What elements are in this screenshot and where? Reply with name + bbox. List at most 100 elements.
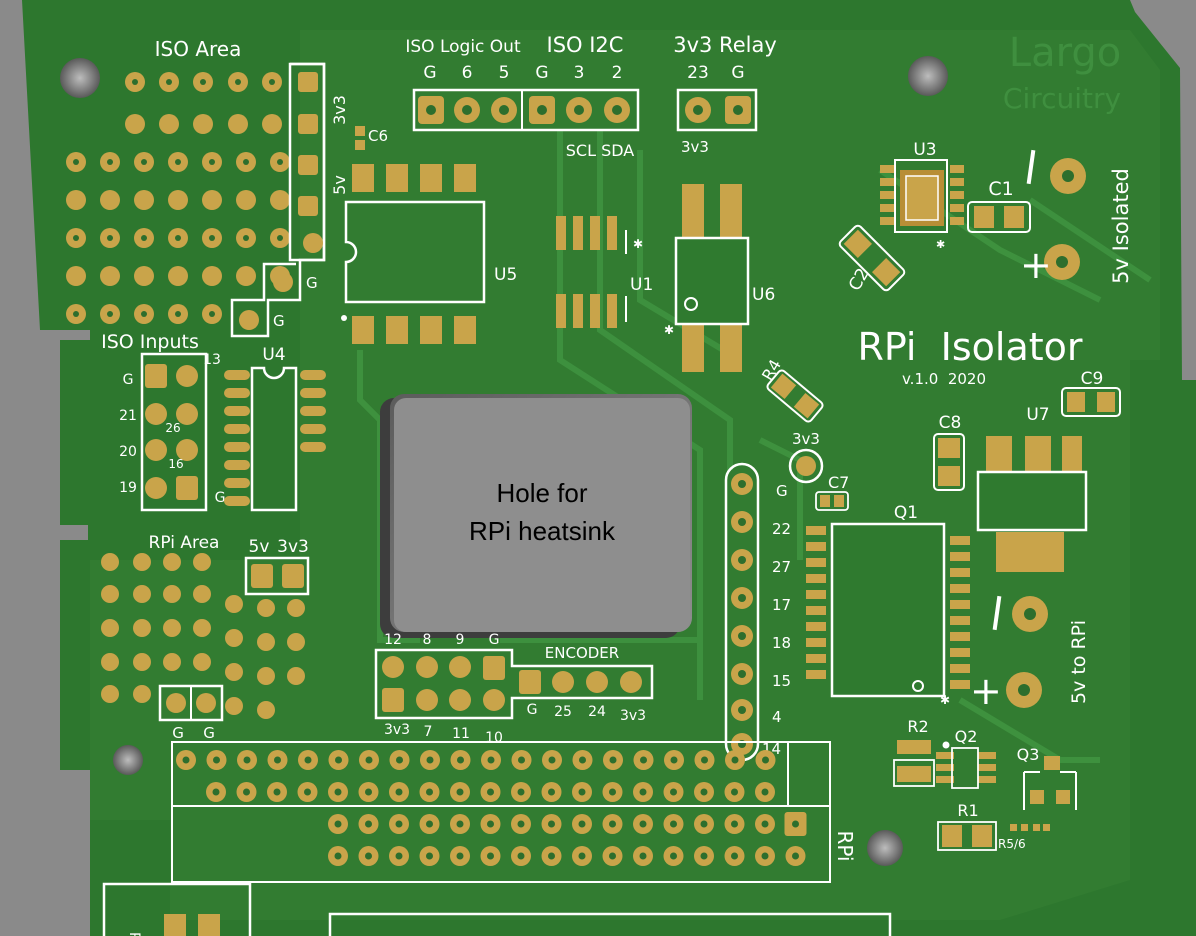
rpi-g-label: G <box>203 724 215 742</box>
q1-pads <box>806 526 970 689</box>
rpi-header-pin-hole <box>761 852 769 860</box>
label-g-side-1: G <box>306 274 318 292</box>
mounting-hole <box>113 745 143 775</box>
rpi-header-pin-hole <box>548 852 555 860</box>
rpi-header-pin-hole <box>578 820 586 828</box>
enc-bottom-label: 10 <box>485 730 503 746</box>
iso-area-proto-holes <box>73 79 283 317</box>
rpi-header-pin-hole <box>670 788 677 796</box>
rpi-header-pin-hole <box>273 788 281 796</box>
encoder-header-pins <box>382 656 642 712</box>
rpi-header-pin-hole <box>700 852 708 860</box>
c9-label: C9 <box>1081 369 1104 389</box>
c9-outline <box>1061 387 1121 417</box>
rpi-header-pin-hole <box>731 852 738 860</box>
gpio-label: 18 <box>772 634 791 652</box>
c1-label: C1 <box>988 178 1013 200</box>
r56-pads <box>1010 824 1050 831</box>
five-v-isolated-label: 5v Isolated <box>1109 168 1133 284</box>
q2-pads <box>936 752 996 783</box>
q1-label: Q1 <box>894 503 918 523</box>
bottom-board-letter: R <box>126 932 142 936</box>
rpi-header-pin-hole <box>212 788 220 796</box>
rpi-header-pin-hole <box>578 852 586 860</box>
i2c-pin-label: G <box>535 63 548 83</box>
rpi-header-pin-hole <box>579 756 586 764</box>
r1-label: R1 <box>957 801 978 820</box>
enc-top-label: 9 <box>456 632 465 648</box>
hole-label-line1: Hole for <box>496 478 587 508</box>
label-g-side-2: G <box>273 312 285 330</box>
c8-label: C8 <box>939 413 962 433</box>
rpi-header-pin-hole <box>700 820 708 828</box>
board-title: RPi Isolator <box>857 325 1082 369</box>
mounting-hole <box>60 58 100 98</box>
encoder-pin-label: G <box>527 702 538 718</box>
in-pin-label: 16 <box>168 457 183 471</box>
encoder-label: ENCODER <box>545 644 619 662</box>
rpi-header-pin-hole <box>639 788 647 796</box>
rpi-header-pin-hole <box>609 756 617 764</box>
u1-pads <box>556 216 617 328</box>
rpi-header-label: RPi <box>833 830 857 861</box>
q1-outline <box>830 522 946 698</box>
r1-outline <box>937 821 997 851</box>
rpi-header-pin-hole <box>670 756 678 764</box>
i2c-pin-label: 3 <box>574 63 585 83</box>
rpi-header-pin-hole <box>518 756 525 764</box>
rpi-header-pin-hole <box>639 852 647 860</box>
u5-label: U5 <box>494 265 517 285</box>
rpi-header-pin-hole <box>457 756 464 764</box>
rpi-5v-label: 5v <box>249 537 270 557</box>
c7-outline <box>815 491 849 511</box>
rpi-header-pin-hole <box>609 852 616 860</box>
svg-text:✱: ✱ <box>940 693 950 707</box>
rpi-header-pin-hole <box>182 756 190 764</box>
u6-label: U6 <box>752 285 775 305</box>
rpi-header-pin-hole <box>517 820 525 828</box>
heatsink-cutout-face <box>394 398 690 632</box>
gpio-label: 22 <box>772 520 791 538</box>
rpi-header-pin-hole <box>334 820 342 828</box>
iso-terminal-plus-sign: + <box>1020 243 1052 287</box>
rpi-header-pin-hole <box>456 820 464 828</box>
tp-3v3-label: 3v3 <box>792 430 820 448</box>
in-pin-label: 26 <box>165 421 180 435</box>
u6-pads <box>682 184 742 372</box>
gpio-label: 4 <box>772 708 782 726</box>
rpi-header-pin-hole <box>670 852 677 860</box>
brand-circuitry: Circuitry <box>1003 82 1121 115</box>
rpi-header-pin-hole <box>426 820 433 828</box>
rpi-header-row-mid <box>206 782 775 802</box>
enc-top-label: 8 <box>423 632 432 648</box>
enc-top-label: 12 <box>384 632 402 648</box>
rpi-header-pin-hole <box>395 788 403 796</box>
rpi-header-row-top <box>176 750 776 770</box>
rpi-area-proto-grid <box>101 553 305 719</box>
tp-3v3 <box>788 448 824 484</box>
rpi-header-pin-hole <box>365 820 372 828</box>
rpi-header-pin-hole <box>761 788 769 796</box>
rpi-header-row-bottom <box>328 846 806 866</box>
relay-pin-label: 23 <box>687 63 709 83</box>
in-pin-label: 19 <box>119 480 137 496</box>
brand-largo: Largo <box>1009 30 1121 76</box>
c6-pad <box>355 140 365 150</box>
rpi-header-pin-hole <box>334 788 342 796</box>
iso-inputs-label: ISO Inputs <box>101 331 199 353</box>
rpi-power-header-outline <box>244 556 310 596</box>
rpi-header-pin-hole <box>792 852 799 860</box>
r56-label: R5/6 <box>998 837 1026 851</box>
rpi-header-pin-hole <box>213 756 220 764</box>
iso-inputs-header-pins <box>145 364 198 500</box>
rpi-header-pin-hole <box>487 756 495 764</box>
rpi-header-pin-hole <box>426 788 433 796</box>
enc-top-label: G <box>489 632 500 648</box>
rpi-header-pin-hole <box>792 820 799 828</box>
rpi-header-pin-hole <box>548 788 555 796</box>
logic-pin-label: G <box>423 63 436 83</box>
in-pin-label: 21 <box>119 408 137 424</box>
rpi-header-pin-hole <box>701 756 708 764</box>
bottom-board-left <box>102 882 252 936</box>
